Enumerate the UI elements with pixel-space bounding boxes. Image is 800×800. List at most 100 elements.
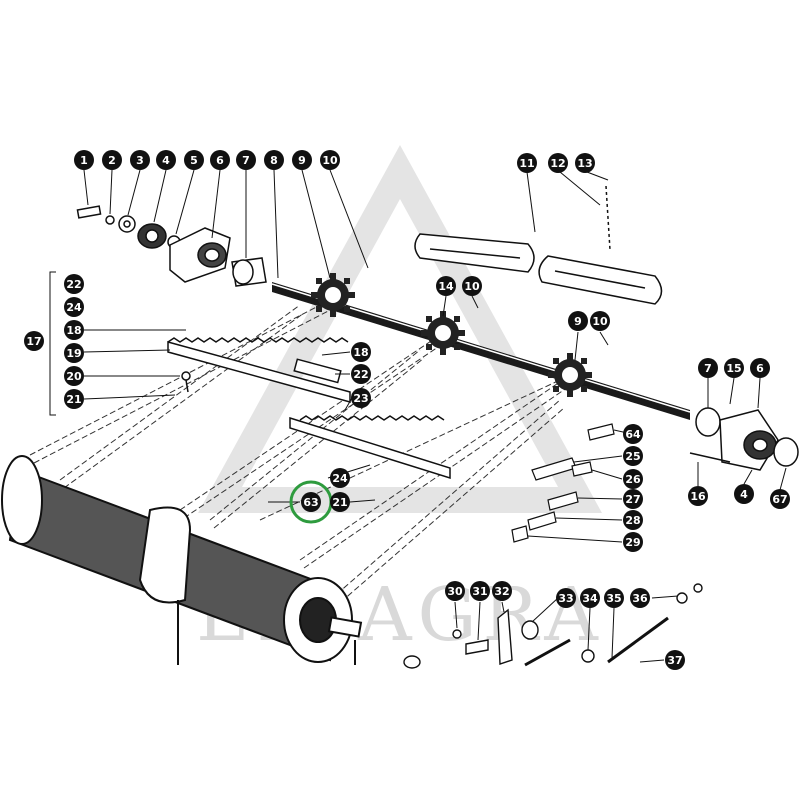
svg-text:37: 37: [667, 654, 682, 667]
callout-8: 8: [264, 150, 284, 170]
svg-text:63: 63: [303, 496, 318, 509]
svg-text:32: 32: [494, 585, 509, 598]
svg-text:23: 23: [353, 392, 368, 405]
small-clips: [511, 423, 615, 543]
svg-text:5: 5: [190, 154, 198, 167]
bolt-washer-bearing-group: [76, 205, 267, 287]
callout-15: 15: [724, 358, 744, 378]
callout-21-lower: 21: [330, 492, 350, 512]
callout-34: 34: [580, 588, 600, 608]
svg-text:17: 17: [26, 335, 41, 348]
callout-12: 12: [548, 153, 568, 173]
svg-text:22: 22: [66, 278, 81, 291]
callout-31: 31: [470, 581, 490, 601]
svg-text:16: 16: [690, 490, 706, 503]
callout-10-right: 10: [590, 311, 610, 331]
callout-6: 6: [210, 150, 230, 170]
svg-text:10: 10: [464, 280, 480, 293]
callout-29: 29: [623, 532, 643, 552]
svg-text:12: 12: [550, 157, 565, 170]
drive-shaft: [271, 273, 691, 420]
callout-18-mid: 18: [351, 342, 371, 362]
svg-text:4: 4: [162, 154, 170, 167]
svg-text:18: 18: [353, 346, 368, 359]
callout-19: 19: [64, 343, 84, 363]
svg-text:26: 26: [625, 473, 641, 486]
svg-text:31: 31: [472, 585, 487, 598]
callout-9: 9: [292, 150, 312, 170]
sprocket-left: [311, 273, 355, 317]
svg-text:9: 9: [298, 154, 306, 167]
svg-text:21: 21: [332, 496, 347, 509]
callout-24-lower: 24: [330, 468, 350, 488]
callout-10-center: 10: [462, 276, 482, 296]
callout-4: 4: [156, 150, 176, 170]
sprocket-center: [421, 311, 465, 355]
callout-23: 23: [351, 388, 371, 408]
svg-text:22: 22: [353, 368, 368, 381]
callout-7-right: 7: [698, 358, 718, 378]
roller-drum: [1, 455, 363, 665]
callout-36: 36: [630, 588, 650, 608]
callout-13: 13: [575, 153, 595, 173]
svg-text:3: 3: [136, 154, 144, 167]
callout-22: 22: [64, 274, 84, 294]
callout-37: 37: [665, 650, 685, 670]
callout-4-right: 4: [734, 484, 754, 504]
svg-text:27: 27: [625, 493, 640, 506]
callout-10: 10: [320, 150, 340, 170]
svg-text:20: 20: [66, 370, 82, 383]
sprocket-right: [548, 353, 592, 397]
svg-text:30: 30: [447, 585, 463, 598]
svg-text:9: 9: [574, 315, 582, 328]
svg-text:21: 21: [66, 393, 81, 406]
callout-18: 18: [64, 320, 84, 340]
svg-text:14: 14: [438, 280, 454, 293]
svg-text:33: 33: [558, 592, 573, 605]
svg-text:24: 24: [66, 301, 82, 314]
callout-3: 3: [130, 150, 150, 170]
callout-67: 67: [770, 489, 790, 509]
svg-text:2: 2: [108, 154, 116, 167]
callout-25: 25: [623, 446, 643, 466]
svg-text:24: 24: [332, 472, 348, 485]
callout-64: 64: [623, 424, 643, 444]
callout-32: 32: [492, 581, 512, 601]
svg-text:10: 10: [592, 315, 608, 328]
callout-24: 24: [64, 297, 84, 317]
svg-text:7: 7: [242, 154, 250, 167]
callout-26: 26: [623, 469, 643, 489]
svg-text:15: 15: [726, 362, 741, 375]
svg-text:25: 25: [625, 450, 640, 463]
svg-text:6: 6: [216, 154, 224, 167]
leader-lines: [49, 169, 787, 663]
callout-6-right: 6: [750, 358, 770, 378]
svg-text:64: 64: [625, 428, 641, 441]
svg-text:35: 35: [606, 592, 621, 605]
callout-20: 20: [64, 366, 84, 386]
callout-21: 21: [64, 389, 84, 409]
callout-2: 2: [102, 150, 122, 170]
svg-text:19: 19: [66, 347, 81, 360]
svg-text:67: 67: [772, 493, 787, 506]
callout-30: 30: [445, 581, 465, 601]
callout-16: 16: [688, 486, 708, 506]
svg-text:10: 10: [322, 154, 338, 167]
svg-text:11: 11: [519, 157, 534, 170]
svg-text:34: 34: [582, 592, 598, 605]
svg-text:13: 13: [577, 157, 592, 170]
shaft-covers: [414, 185, 663, 305]
svg-text:1: 1: [80, 154, 88, 167]
callout-7: 7: [236, 150, 256, 170]
svg-text:4: 4: [740, 488, 748, 501]
svg-text:8: 8: [270, 154, 278, 167]
svg-text:7: 7: [704, 362, 712, 375]
rack-plates: [167, 337, 451, 480]
callout-14: 14: [436, 276, 456, 296]
callout-35: 35: [604, 588, 624, 608]
lower-hardware: [403, 583, 703, 669]
callout-1: 1: [74, 150, 94, 170]
svg-text:28: 28: [625, 514, 640, 527]
callout-9-right: 9: [568, 311, 588, 331]
